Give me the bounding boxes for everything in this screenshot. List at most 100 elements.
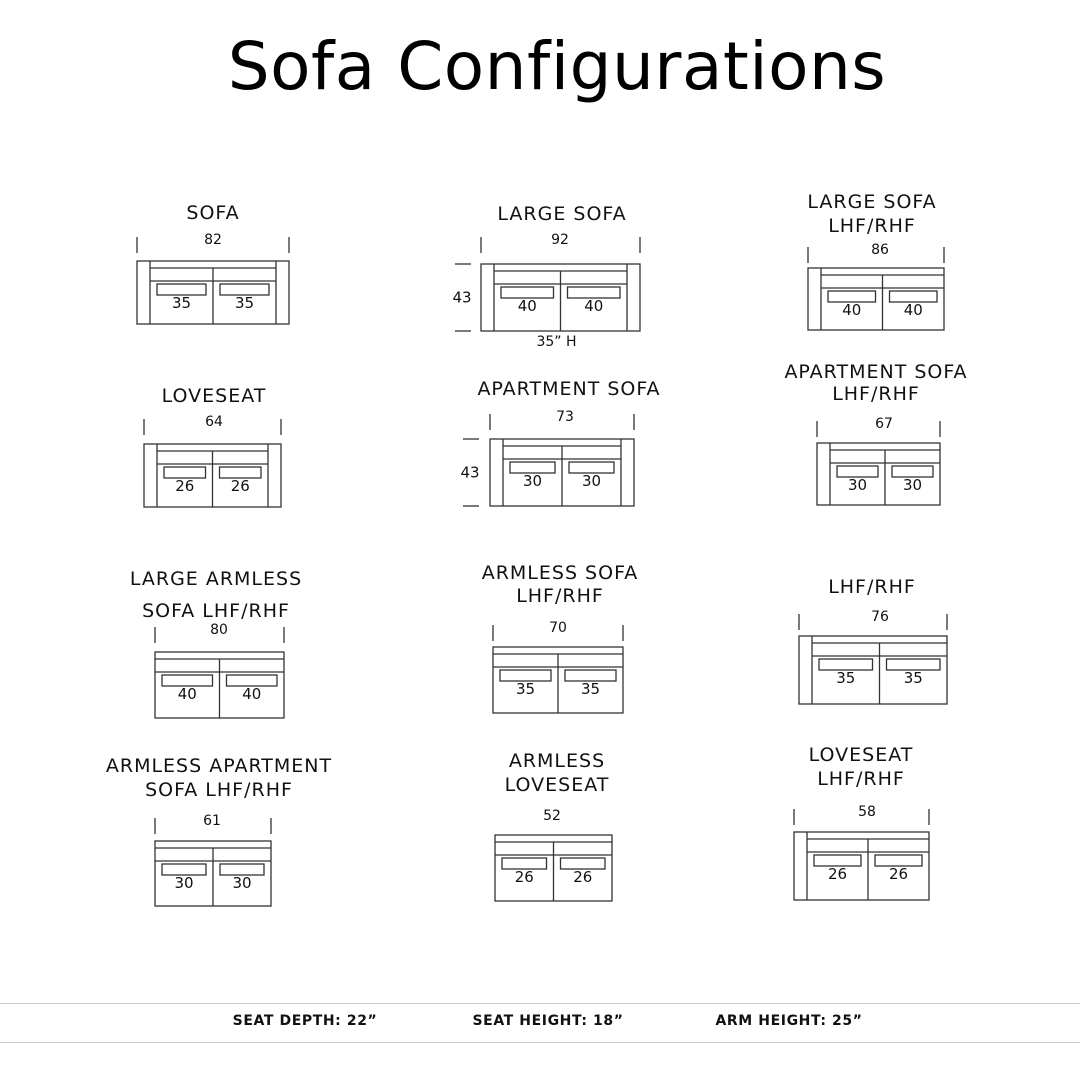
configuration-name: APARTMENT SOFA bbox=[784, 361, 967, 383]
seat-width-label: 30 bbox=[174, 874, 193, 892]
seat-width-label: 30 bbox=[232, 874, 251, 892]
seat-width-label: 26 bbox=[828, 865, 847, 883]
width-dimension: 52 bbox=[543, 808, 561, 824]
configuration-name: LHF/RHF bbox=[817, 768, 905, 790]
seat-cushion bbox=[219, 863, 265, 876]
seat-width-label: 40 bbox=[584, 297, 603, 315]
configuration-name: LHF/RHF bbox=[828, 576, 916, 598]
seat-width-label: 35 bbox=[235, 294, 254, 312]
seat-cushion bbox=[885, 658, 941, 671]
seat-width-label: 26 bbox=[573, 868, 592, 886]
seat-cushion bbox=[499, 669, 552, 682]
seat-width-label: 40 bbox=[904, 301, 923, 319]
seat-cushion bbox=[891, 465, 934, 478]
seat-width-label: 40 bbox=[242, 685, 261, 703]
seat-cushion bbox=[161, 674, 214, 687]
seat-cushion bbox=[813, 854, 862, 867]
width-dimension: 86 bbox=[871, 242, 889, 258]
configuration-name: ARMLESS APARTMENT bbox=[106, 755, 332, 777]
width-dimension: 92 bbox=[551, 232, 569, 248]
sofa-configuration: APARTMENT SOFA 73 30 30 43 bbox=[460, 378, 660, 507]
configuration-name: LARGE SOFA bbox=[497, 203, 626, 225]
width-dimension: 70 bbox=[549, 620, 567, 636]
configuration-name: ARMLESS SOFA bbox=[482, 562, 639, 584]
height-note: 35” H bbox=[536, 334, 576, 350]
seat-cushion bbox=[818, 658, 874, 671]
depth-dimension: 43 bbox=[460, 464, 479, 482]
sofa-configuration: SOFA 82 35 35 bbox=[136, 202, 290, 325]
sofa-configuration: LHF/RHF 76 35 35 bbox=[798, 576, 948, 705]
seat-cushion bbox=[564, 669, 617, 682]
seat-cushion bbox=[566, 286, 621, 299]
seat-cushion bbox=[156, 283, 207, 296]
seat-cushion bbox=[827, 290, 877, 303]
seat-width-label: 26 bbox=[175, 477, 194, 495]
width-dimension: 67 bbox=[875, 416, 893, 432]
seat-width-label: 40 bbox=[518, 297, 537, 315]
footer-divider-bottom bbox=[0, 1042, 1080, 1043]
width-dimension: 61 bbox=[203, 813, 221, 829]
sofa-outline bbox=[798, 635, 948, 705]
width-dimension: 76 bbox=[871, 609, 889, 625]
seat-cushion bbox=[888, 290, 938, 303]
configuration-name: SOFA bbox=[186, 202, 239, 224]
seat-cushion bbox=[874, 854, 923, 867]
width-dimension: 73 bbox=[556, 409, 574, 425]
sofa-outline bbox=[793, 831, 930, 901]
seat-width-label: 35 bbox=[516, 680, 535, 698]
seat-width-label: 35 bbox=[172, 294, 191, 312]
seat-cushion bbox=[218, 466, 262, 479]
configuration-name: LOVESEAT bbox=[162, 385, 267, 407]
sofa-outline bbox=[807, 267, 945, 331]
width-dimension: 58 bbox=[858, 804, 876, 820]
seat-width-label: 35 bbox=[581, 680, 600, 698]
seat-cushion bbox=[500, 286, 555, 299]
configuration-name: LHF/RHF bbox=[828, 215, 916, 237]
configuration-name: ARMLESS bbox=[509, 750, 605, 772]
seat-width-label: 30 bbox=[582, 472, 601, 490]
seat-cushion bbox=[559, 857, 606, 870]
width-dimension: 82 bbox=[204, 232, 222, 248]
seat-width-label: 40 bbox=[178, 685, 197, 703]
seat-cushion bbox=[501, 857, 548, 870]
sofa-configuration: LARGE SOFA 92 40 40 43 35” H bbox=[452, 203, 641, 350]
configuration-name: LHF/RHF bbox=[832, 383, 920, 405]
seat-width-label: 26 bbox=[515, 868, 534, 886]
seat-width-label: 26 bbox=[889, 865, 908, 883]
seat-width-label: 40 bbox=[842, 301, 861, 319]
seat-cushion bbox=[509, 461, 556, 474]
seat-width-label: 26 bbox=[231, 477, 250, 495]
page-title: Sofa Configurations bbox=[227, 28, 887, 105]
seat-width-label: 30 bbox=[848, 476, 867, 494]
seat-depth-spec: SEAT DEPTH: 22” bbox=[232, 1013, 378, 1029]
footer-divider-top bbox=[0, 1003, 1080, 1004]
seat-width-label: 35 bbox=[836, 669, 855, 687]
configuration-name: LOVESEAT bbox=[809, 744, 914, 766]
width-dimension: 80 bbox=[210, 622, 228, 638]
seat-cushion bbox=[163, 466, 207, 479]
configuration-name: LARGE ARMLESS bbox=[130, 568, 302, 590]
seat-cushion bbox=[836, 465, 879, 478]
configuration-name: LHF/RHF bbox=[516, 585, 604, 607]
seat-cushion bbox=[219, 283, 270, 296]
seat-cushion bbox=[568, 461, 615, 474]
seat-width-label: 35 bbox=[904, 669, 923, 687]
seat-width-label: 30 bbox=[523, 472, 542, 490]
configuration-name: APARTMENT SOFA bbox=[477, 378, 660, 400]
configuration-name: LARGE SOFA bbox=[807, 191, 936, 213]
configuration-name: SOFA LHF/RHF bbox=[145, 779, 293, 801]
seat-height-spec: SEAT HEIGHT: 18” bbox=[472, 1013, 624, 1029]
arm-height-spec: ARM HEIGHT: 25” bbox=[715, 1013, 863, 1029]
depth-dimension: 43 bbox=[452, 289, 471, 307]
sofa-outline bbox=[816, 442, 941, 506]
